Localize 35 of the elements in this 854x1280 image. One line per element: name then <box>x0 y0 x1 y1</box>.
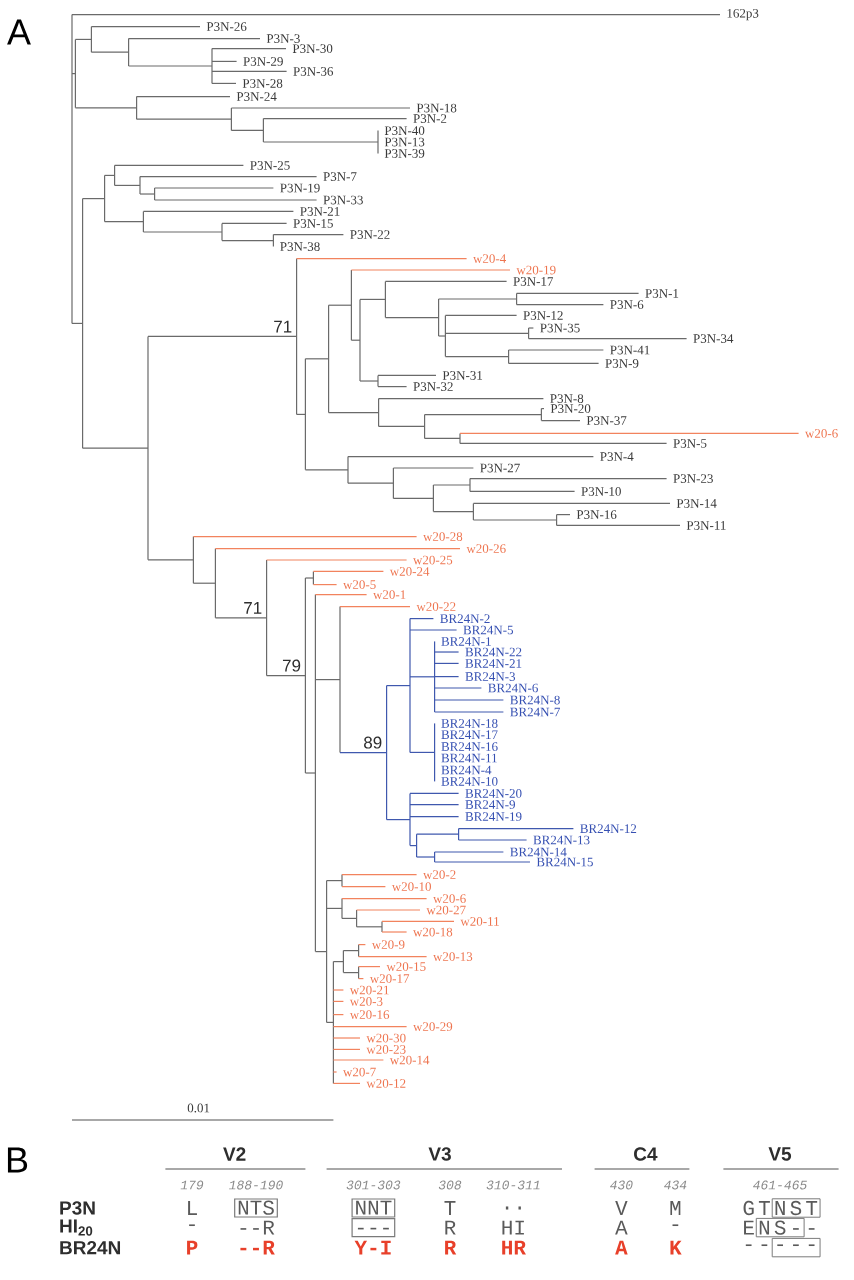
bootstrap-value: 79 <box>282 659 301 672</box>
row-label: BR24N <box>60 1240 120 1255</box>
bootstrap-value: 89 <box>364 736 382 749</box>
residue-text: A <box>615 1220 628 1235</box>
residue-text: --R <box>240 1240 275 1255</box>
region-header: V3 <box>428 1147 451 1161</box>
residue-text: ----- <box>745 1237 821 1258</box>
residue-text: A <box>615 1240 628 1255</box>
residue-text: NNT <box>351 1198 396 1218</box>
residue-text: T <box>444 1201 456 1215</box>
region-header: V2 <box>223 1147 246 1161</box>
region-header: C4 <box>634 1147 658 1161</box>
panel-letter: B <box>7 1147 28 1173</box>
bootstrap-value: 71 <box>274 320 292 333</box>
residue-text: NTS <box>234 1198 278 1218</box>
region-header: V5 <box>768 1147 792 1161</box>
residue-text: R <box>445 1220 456 1235</box>
residue-text: - <box>189 1224 195 1227</box>
residue-text: HR <box>502 1240 526 1255</box>
residue-text: R <box>445 1240 457 1255</box>
residue-text: K <box>670 1240 682 1255</box>
residue-text: --R <box>240 1220 275 1235</box>
residue-text: L <box>188 1201 197 1215</box>
panel-letter: A <box>7 19 31 45</box>
residue-text: - <box>672 1224 679 1227</box>
row-label: HI$_{20}$ <box>60 1219 93 1236</box>
residue-text: HI <box>502 1220 524 1235</box>
residue-text: .. <box>505 1206 521 1210</box>
residue-text: --- <box>351 1218 396 1238</box>
residue-text: Y-I <box>354 1240 391 1255</box>
residue-text: P <box>187 1240 198 1255</box>
row-label: P3N <box>60 1201 95 1215</box>
residue-text: M <box>670 1201 681 1215</box>
residue-text: V <box>615 1201 628 1215</box>
bootstrap-value: 71 <box>244 602 262 614</box>
